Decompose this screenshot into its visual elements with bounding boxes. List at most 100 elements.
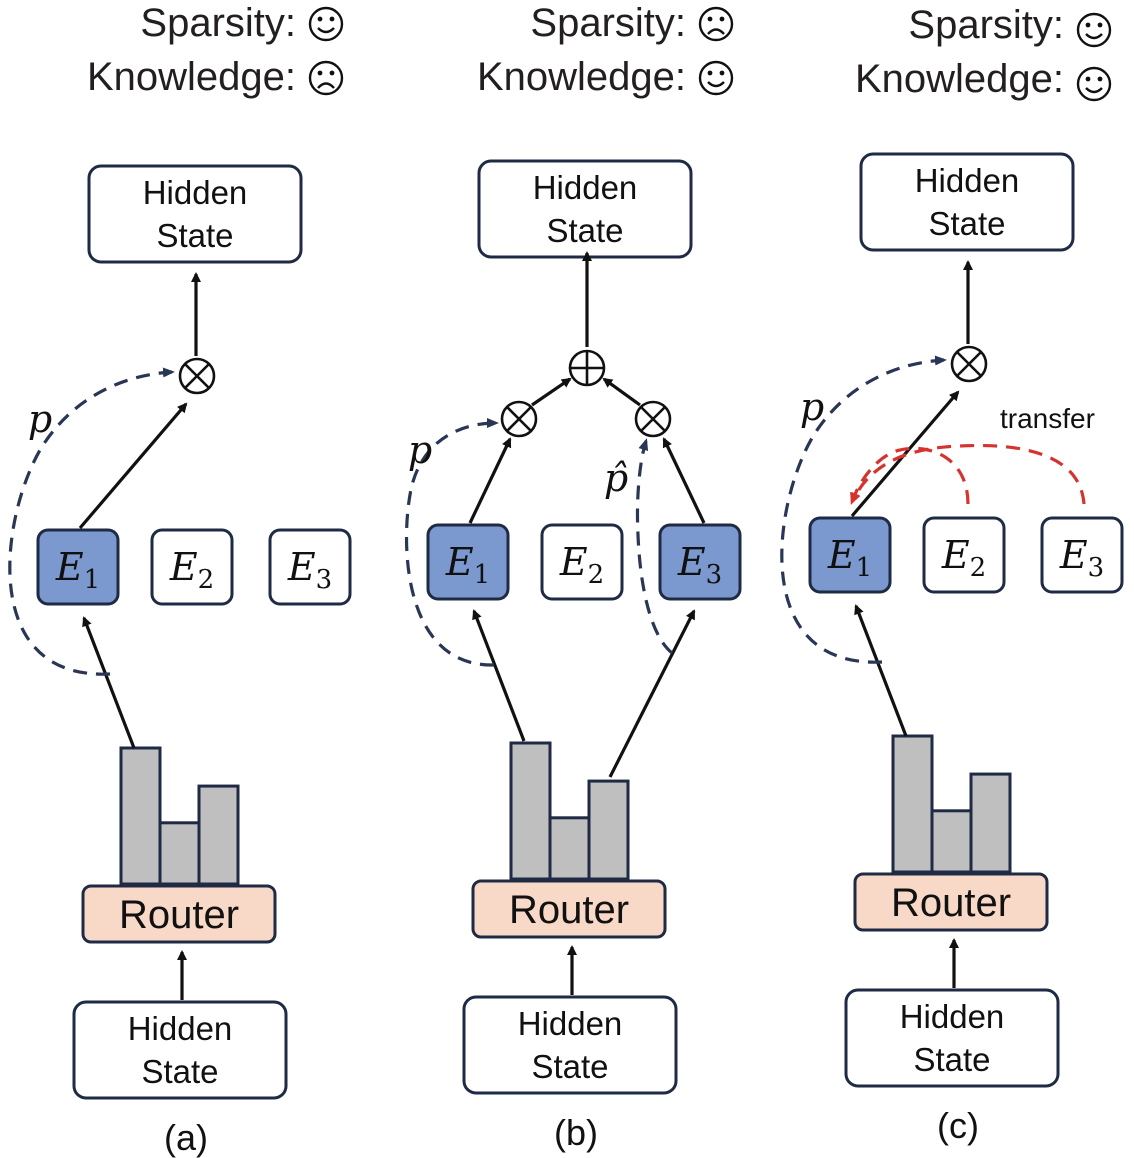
panel-caption: (b) — [554, 1112, 598, 1153]
hidden-state-line1: Hidden — [533, 169, 638, 206]
expert-rect — [658, 523, 742, 601]
expert-label: E3 — [1059, 533, 1104, 583]
hidden-state-box — [859, 152, 1075, 252]
expert-box-3: E3 — [1040, 516, 1124, 594]
expert-rect — [426, 523, 510, 601]
expert-box-2: E2 — [922, 516, 1006, 594]
expert-label: E3 — [677, 540, 722, 590]
probability-dashed-path-right — [635, 438, 674, 655]
transfer-arc-e3 — [850, 443, 1086, 505]
sparsity-happy-face-icon — [1076, 12, 1112, 48]
expert-rect — [268, 528, 352, 606]
p-label: p — [28, 397, 52, 441]
router-label: Router — [891, 881, 1011, 925]
expert-box-2: E2 — [540, 523, 624, 601]
router-bar-1 — [509, 741, 552, 881]
hidden-state-line1: Hidden — [143, 174, 248, 211]
knowledge-label: Knowledge: — [477, 55, 686, 99]
panel-caption: (c) — [937, 1105, 979, 1146]
expert-to-op-arrow — [78, 402, 188, 530]
sparsity-label: Sparsity: — [530, 1, 686, 45]
router-bar-3 — [969, 772, 1012, 874]
hidden-state-box — [87, 164, 303, 264]
router-bar-2 — [158, 821, 201, 886]
router-box: Router — [471, 879, 667, 939]
expert-rect — [150, 528, 234, 606]
e3-to-op-arrow — [662, 437, 706, 524]
router-bar-1 — [119, 746, 162, 886]
router-label: Router — [119, 893, 239, 937]
sparsity-happy-face-icon — [308, 6, 344, 42]
expert-rect — [540, 523, 624, 601]
hidden-state-line1: Hidden — [915, 162, 1020, 199]
hidden-state-line1: Hidden — [128, 1010, 233, 1047]
router-bar-2 — [930, 809, 973, 874]
hidden-state-line2: State — [156, 217, 233, 254]
multiply-icon — [178, 357, 216, 395]
multiply-icon-left — [500, 400, 538, 438]
probability-dashed-path — [8, 367, 175, 676]
expert-box-2: E2 — [150, 528, 234, 606]
transfer-arc-e2 — [850, 446, 970, 505]
hidden-state-box — [462, 995, 678, 1095]
expert-label: E2 — [169, 545, 214, 595]
add-icon — [568, 349, 606, 387]
router-bar-3 — [197, 784, 240, 886]
hidden-state-line1: Hidden — [900, 998, 1005, 1035]
panel-caption: (a) — [164, 1117, 208, 1158]
expert-label: E1 — [55, 545, 100, 595]
router-bar-1 — [891, 734, 934, 874]
right-to-add-arrow — [602, 377, 641, 407]
sparsity-label: Sparsity: — [908, 3, 1064, 47]
multiply-icon — [950, 345, 988, 383]
expert-label: E2 — [941, 533, 986, 583]
e1-to-op-arrow — [468, 437, 512, 524]
knowledge-sad-face-icon — [308, 60, 344, 96]
expert-box-3: E3 — [658, 523, 742, 601]
knowledge-happy-face-icon — [1076, 66, 1112, 102]
multiply-icon-right — [634, 400, 672, 438]
expert-box-3: E3 — [268, 528, 352, 606]
transfer-label: transfer — [1000, 403, 1095, 434]
probability-dashed-path — [780, 355, 947, 664]
expert-label: E1 — [827, 533, 872, 583]
expert-box-1: E1 — [426, 523, 510, 601]
router-box: Router — [853, 872, 1049, 932]
p-label: p — [800, 385, 824, 429]
hidden-state-box — [72, 1000, 288, 1100]
hidden-state-line2: State — [141, 1053, 218, 1090]
hidden-state-line2: State — [546, 212, 623, 249]
expert-rect — [36, 528, 120, 606]
knowledge-label: Knowledge: — [87, 55, 296, 99]
left-to-add-arrow — [531, 377, 572, 407]
hidden-state-line2: State — [531, 1048, 608, 1085]
expert-rect — [1040, 516, 1124, 594]
router-to-expert-arrow — [854, 604, 908, 737]
router-bar-2 — [548, 816, 591, 881]
router-to-e3-arrow — [608, 609, 696, 778]
hidden-state-box — [844, 988, 1060, 1088]
hidden-state-line2: State — [913, 1041, 990, 1078]
router-box: Router — [81, 884, 277, 944]
expert-rect — [808, 516, 892, 594]
expert-label: E2 — [559, 540, 604, 590]
p-label: p — [408, 428, 432, 472]
probability-dashed-path-left — [404, 418, 499, 667]
knowledge-happy-face-icon — [698, 60, 734, 96]
expert-rect — [922, 516, 1006, 594]
sparsity-sad-face-icon — [698, 6, 734, 42]
p-hat-label: p̂ — [604, 456, 628, 500]
hidden-state-line1: Hidden — [518, 1005, 623, 1042]
hidden-state-line2: State — [928, 205, 1005, 242]
expert-label: E3 — [287, 545, 332, 595]
expert-box-1: E1 — [808, 516, 892, 594]
sparsity-label: Sparsity: — [140, 1, 296, 45]
